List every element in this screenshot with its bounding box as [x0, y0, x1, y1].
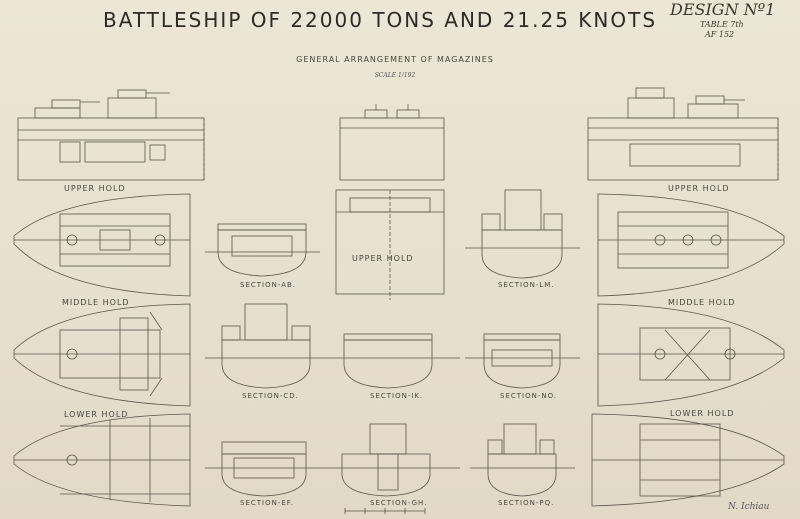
drawing-title: BATTLESHIP OF 22000 TONS AND 21.25 KNOTS [102, 8, 658, 32]
aft-lower-hold-label: LOWER HOLD [670, 409, 735, 418]
section-ab-label: SECTION-AB. [240, 281, 297, 289]
center-upper-hold-label: UPPER HOLD [352, 254, 414, 263]
drawing-subtitle: GENERAL ARRANGEMENT OF MAGAZINES [296, 55, 494, 64]
signature: N. Ichiau [728, 502, 770, 512]
aft-lower-hold-plan [591, 413, 785, 507]
aft-upper-hold-label: UPPER HOLD [668, 184, 730, 193]
section-no-label: SECTION-NO. [500, 392, 558, 400]
aft-elevation [587, 87, 779, 181]
section-gh-drawing [325, 423, 460, 497]
fwd-middle-hold-label: MIDDLE HOLD [62, 298, 130, 307]
section-no-drawing [465, 333, 580, 389]
fwd-upper-hold-label: UPPER HOLD [64, 184, 126, 193]
section-cd-label: SECTION-CD. [242, 392, 299, 400]
aft-upper-hold-plan [597, 193, 785, 297]
section-ef-label: SECTION-EF. [240, 499, 294, 507]
section-ik-drawing [325, 333, 460, 389]
aft-middle-hold-label: MIDDLE HOLD [668, 298, 736, 307]
section-cd-drawing [205, 303, 325, 389]
af-number: AF 152 [705, 30, 735, 39]
section-lm-drawing [465, 189, 580, 279]
aft-middle-hold-plan [597, 303, 785, 407]
section-ab-drawing [205, 223, 320, 277]
scale-bar [344, 508, 426, 514]
center-elevation [339, 104, 445, 181]
forward-lower-hold-plan [13, 413, 191, 507]
center-upper-hold-plan [335, 189, 445, 300]
section-lm-label: SECTION-LM. [498, 281, 555, 289]
section-pq-label: SECTION-PQ. [498, 499, 555, 507]
scale-note: SCALE 1/192 [374, 72, 416, 79]
forward-middle-hold-plan [13, 303, 191, 407]
section-ef-drawing [205, 441, 325, 497]
table-reference: TABLE 7th [700, 20, 744, 29]
forward-upper-hold-plan [13, 193, 191, 297]
fwd-lower-hold-label: LOWER HOLD [64, 410, 129, 419]
forward-elevation [17, 89, 205, 181]
design-number: DESIGN Nº1 [670, 0, 776, 19]
section-pq-drawing [470, 423, 575, 497]
section-ik-label: SECTION-IK. [370, 392, 424, 400]
section-gh-label: SECTION-GH. [370, 499, 428, 507]
